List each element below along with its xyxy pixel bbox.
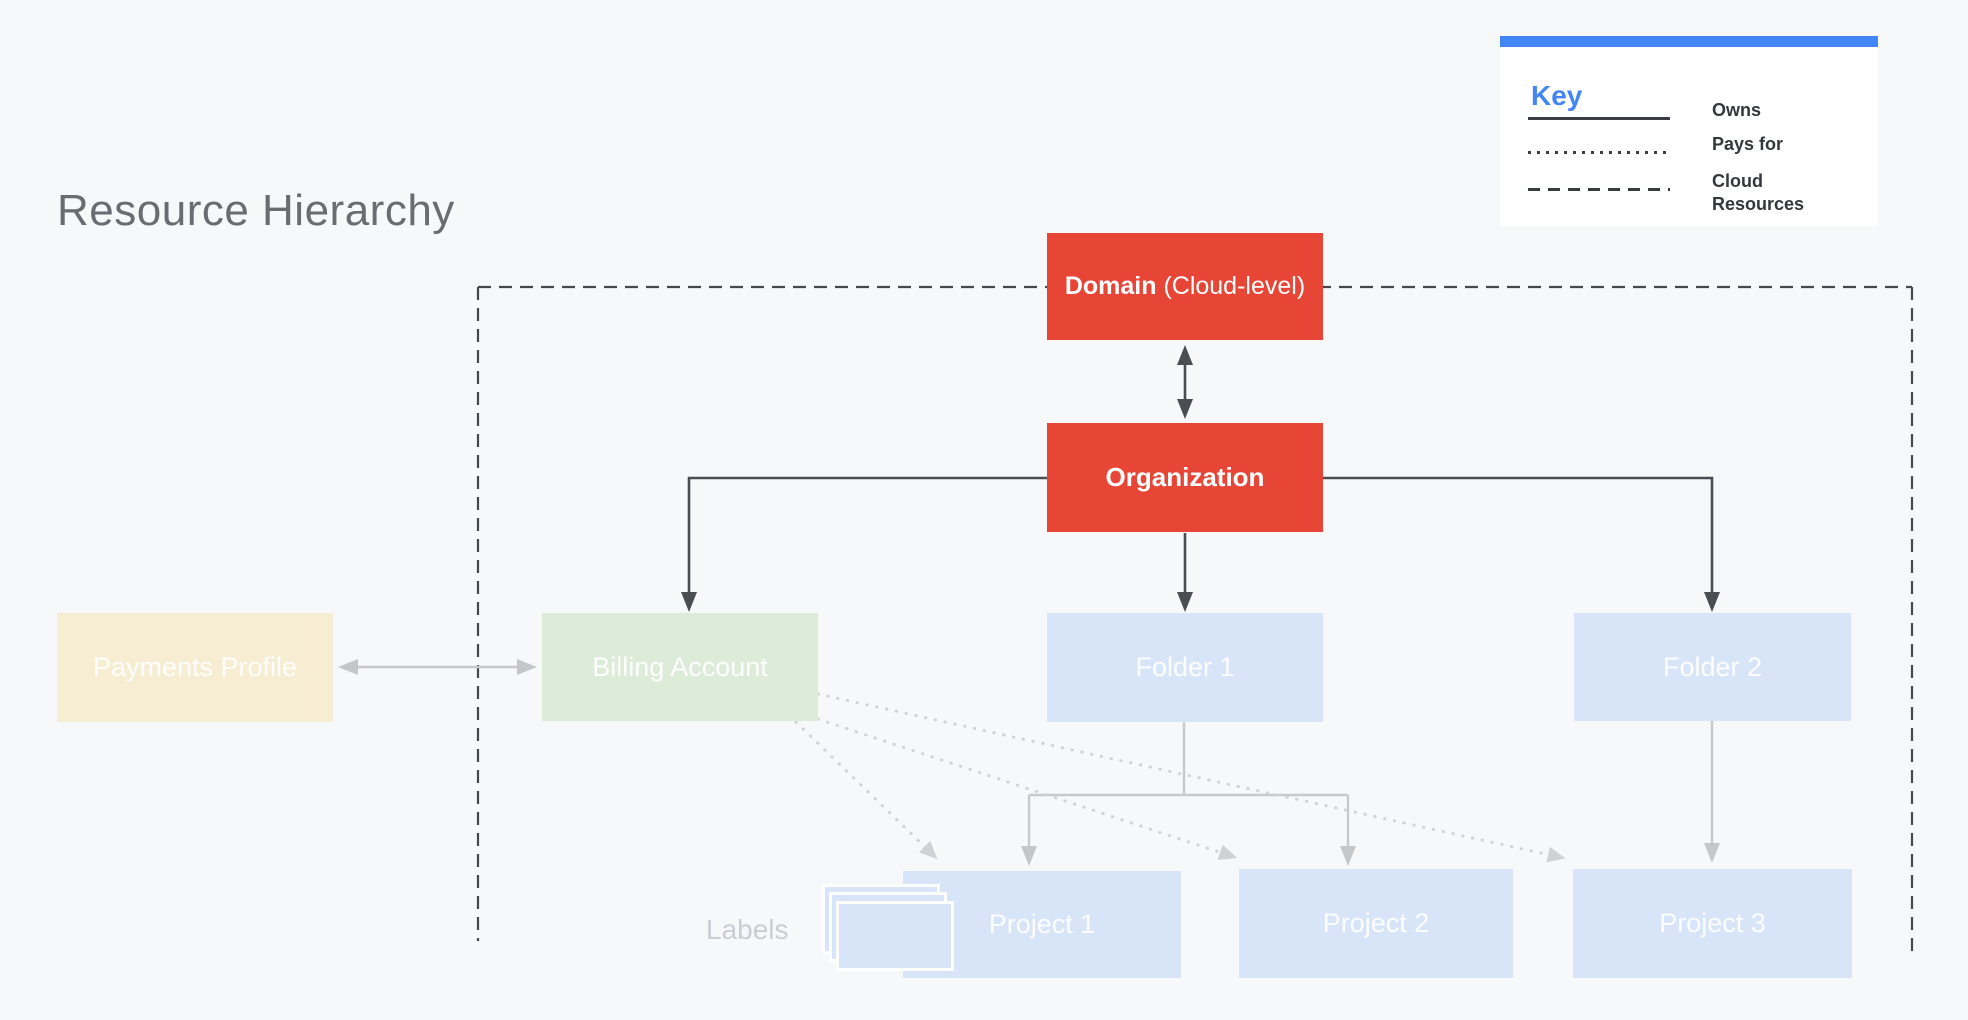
label-card-front (836, 901, 954, 971)
labels-caption: Labels (706, 914, 789, 945)
node-payments-profile-label: Payments Profile (92, 652, 298, 682)
key-accent-bar (1500, 36, 1878, 47)
node-folder-1-label: Folder 1 (1135, 652, 1235, 682)
node-domain-label: Domain (1064, 272, 1157, 300)
node-folder-2-label: Folder 2 (1662, 651, 1763, 682)
node-domain: Domain (Cloud-level) (1047, 233, 1323, 340)
edge-organization-folder2 (1323, 476, 1720, 612)
node-project-3-label: Project 3 (1659, 908, 1766, 938)
node-organization-label: Organization (1105, 462, 1265, 492)
key-label-owns: Owns (1712, 100, 1762, 120)
page-title: Resource Hierarchy (57, 186, 455, 235)
key-label-pays-for: Pays for (1712, 134, 1784, 154)
node-domain-sublabel: (Cloud-level) (1156, 272, 1306, 300)
labels-cards-icon (822, 884, 962, 979)
edge-billing-project1 (794, 720, 938, 860)
key-heading: Key (1531, 80, 1583, 111)
node-organization: Organization (1047, 423, 1323, 532)
node-folder-1: Folder 1 (1047, 613, 1323, 722)
node-project-3: Project 3 (1573, 869, 1852, 978)
node-project-2-label: Project 2 (1322, 908, 1430, 938)
node-billing-account: Billing Account (542, 613, 818, 721)
key-label-cloud-resources: Cloud Resources (1712, 171, 1805, 214)
key-line-dashed-icon (1528, 188, 1670, 191)
edge-organization-billing (681, 476, 1047, 612)
node-billing-account-label: Billing Account (592, 651, 768, 682)
node-project-1-label: Project 1 (988, 909, 1096, 939)
key-legend: Key Owns Pays for Cloud Resources (1500, 36, 1878, 226)
edge-billing-project2 (816, 717, 1238, 860)
node-payments-profile: Payments Profile (57, 613, 333, 722)
node-project-2: Project 2 (1239, 869, 1513, 978)
key-line-dotted-icon (1528, 151, 1670, 154)
key-line-solid-icon (1528, 117, 1670, 120)
node-folder-2: Folder 2 (1574, 613, 1851, 721)
